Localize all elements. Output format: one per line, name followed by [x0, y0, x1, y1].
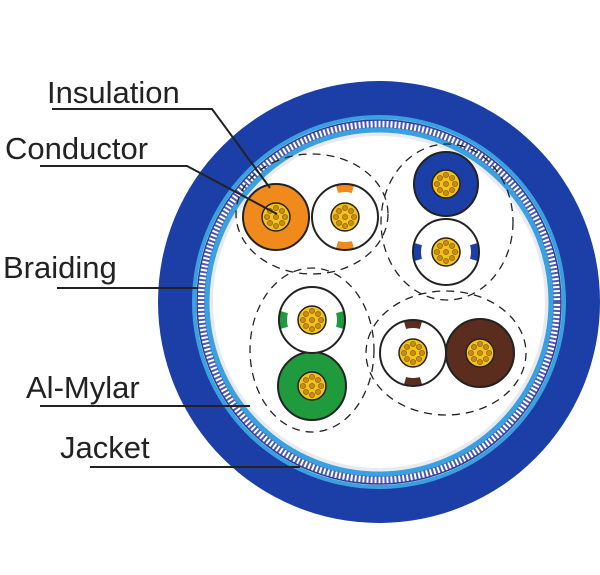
brown-solid-wire: [445, 318, 515, 388]
blue-solid-conductor: [431, 169, 461, 199]
orange-striped-wire: [311, 183, 379, 251]
pair-outline-blue: [380, 143, 514, 301]
orange-striped-conductor: [330, 202, 360, 232]
pair-dashed-outlines: [235, 143, 527, 433]
orange-solid-wire: [242, 183, 310, 251]
insulation-label: Insulation: [47, 75, 180, 110]
pair-outline-orange: [235, 153, 389, 275]
green-solid-conductor: [297, 371, 327, 401]
green-solid-wire: [277, 351, 347, 421]
insulation-leader-line: [52, 108, 271, 189]
braiding-label: Braiding: [3, 250, 117, 285]
pair-outline-brown: [365, 290, 527, 416]
green-striped-wire: [278, 286, 346, 354]
blue-solid-wire: [413, 151, 479, 217]
blue-striped-conductor: [431, 237, 461, 267]
brown-striped-conductor: [398, 338, 428, 368]
jacket-label: Jacket: [60, 430, 150, 465]
leader-lines: [40, 108, 300, 468]
green-striped-conductor: [297, 305, 327, 335]
conductor-label: Conductor: [5, 131, 148, 166]
al-mylar-label: Al-Mylar: [26, 370, 140, 405]
conductor-leader-line: [40, 165, 278, 215]
brown-solid-conductor: [465, 338, 495, 368]
twisted-pairs: [242, 151, 515, 421]
orange-solid-conductor: [261, 202, 291, 232]
blue-striped-wire: [412, 218, 480, 286]
brown-striped-wire: [379, 319, 447, 387]
pair-outline-green: [249, 267, 375, 433]
